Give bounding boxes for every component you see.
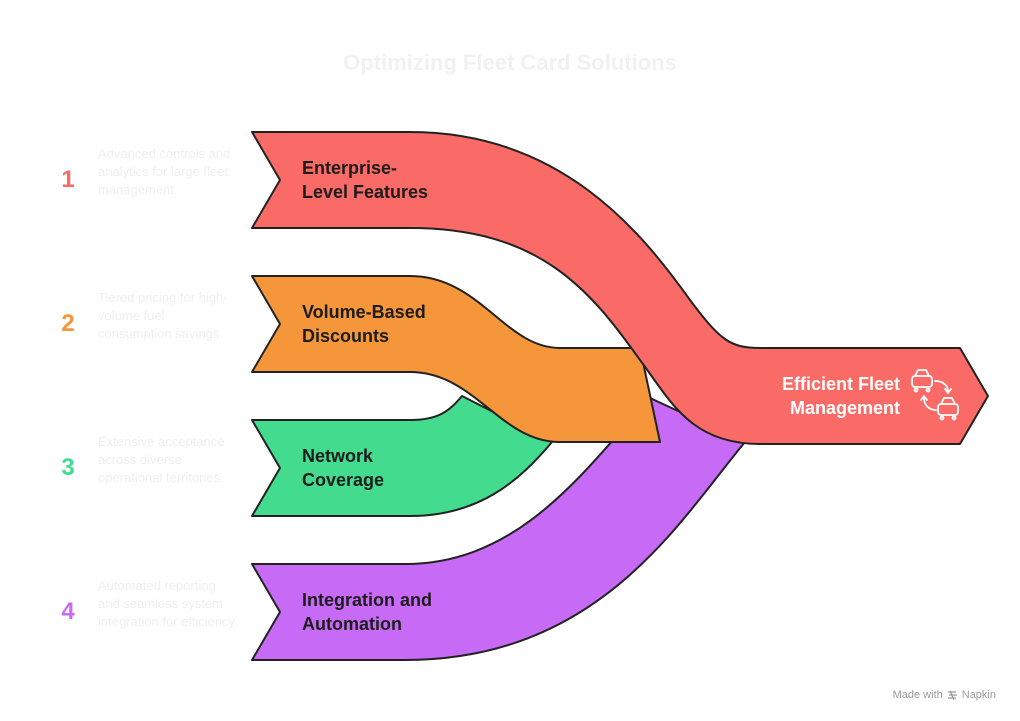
- page-title: Optimizing Fleet Card Solutions: [343, 50, 677, 75]
- band-volume-discounts: [251, 275, 661, 443]
- item-number-2: 2: [61, 310, 75, 337]
- made-with-text: Made with: [892, 689, 943, 701]
- outcome-line: Efficient Fleet: [781, 374, 900, 394]
- label-volume-discounts: Volume-Based Discounts: [302, 300, 426, 348]
- label-enterprise-features: Enterprise- Level Features: [302, 156, 428, 204]
- outcome-label: Efficient Fleet Management: [740, 372, 900, 420]
- item-number-4: 4: [61, 598, 75, 625]
- band-integration-automation: [251, 397, 746, 661]
- label-line: Level Features: [302, 182, 429, 202]
- item-number-1: 1: [61, 166, 75, 193]
- label-line: Discounts: [302, 326, 390, 346]
- label-line: Network: [302, 446, 374, 466]
- napkin-logo-icon: [947, 690, 957, 700]
- item-description-1: Advanced controls and analytics for larg…: [98, 146, 231, 197]
- label-integration-automation: Integration and Automation: [302, 588, 432, 636]
- item-description-4: Automated reporting and seamless system …: [98, 578, 238, 629]
- item-description-3: Extensive acceptance across diverse oper…: [98, 434, 225, 485]
- brand-text: Napkin: [961, 689, 996, 701]
- footer: Made with Napkin: [893, 689, 996, 701]
- item-description-2: Tiered pricing for high-volume fuel cons…: [98, 290, 228, 341]
- label-line: Volume-Based: [302, 302, 426, 322]
- car-swap-icon: [911, 369, 959, 421]
- band-enterprise-features: [251, 131, 989, 445]
- item-number-3: 3: [61, 454, 75, 481]
- label-line: Coverage: [302, 470, 385, 490]
- label-line: Integration and: [302, 590, 432, 610]
- band-network-coverage: [251, 395, 553, 517]
- label-line: Enterprise-: [302, 158, 398, 178]
- label-line: Automation: [302, 614, 402, 634]
- label-network-coverage: Network Coverage: [302, 444, 384, 492]
- outcome-line: Management: [789, 398, 900, 418]
